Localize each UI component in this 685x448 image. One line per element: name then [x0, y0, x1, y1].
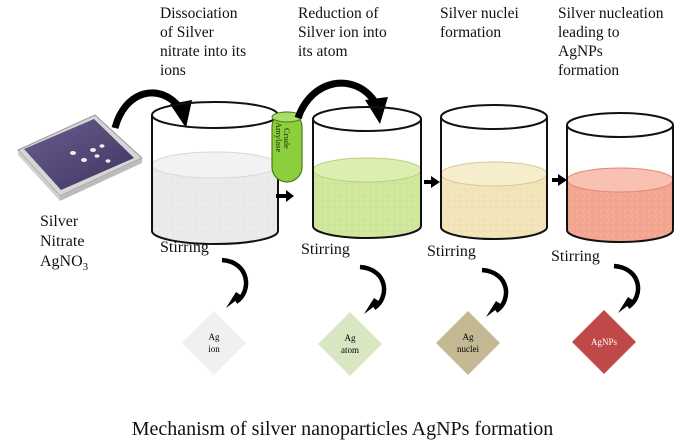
source-label: Silver Nitrate AgNO3 [40, 212, 88, 277]
source-line-2: Nitrate [40, 233, 85, 250]
product-4-line-1: AgNPs [591, 337, 618, 347]
product-diamond-3: Ag nuclei [436, 311, 500, 375]
curved-arrow-1 [111, 89, 183, 130]
hook-arrow-2-head [364, 298, 380, 314]
formula-subscript: 3 [82, 261, 89, 274]
step-1-title: Dissociation of Silver nitrate into its … [160, 5, 247, 79]
product-1-line-1: Ag [209, 332, 220, 342]
arrow-head-2 [365, 97, 388, 124]
small-arrow-2-head [431, 176, 440, 188]
step-3-title: Silver nuclei formation [440, 5, 519, 41]
crystal-2 [81, 158, 87, 162]
curved-arrow-2 [294, 79, 378, 120]
step-4-title: Silver nucleation leading to AgNPs forma… [558, 5, 664, 79]
product-3-line-1: Ag [463, 332, 474, 342]
crystal-1 [70, 151, 76, 155]
crystal-5 [99, 144, 105, 148]
hook-arrow-1-head [226, 292, 242, 308]
product-diamond-2: Ag atom [318, 312, 382, 376]
liquid-surface-2 [312, 157, 422, 183]
liquid-surface-1 [151, 151, 279, 179]
arrow-head-1 [170, 100, 192, 128]
source-formula: AgNO3 [40, 252, 88, 277]
product-2-line-2: atom [341, 345, 359, 355]
product-1-line-2: ion [208, 344, 220, 354]
crystal-6 [105, 159, 111, 163]
crystal-3 [90, 148, 96, 152]
beaker-1 [151, 101, 279, 245]
hook-arrow-4-head [618, 297, 634, 313]
petri-dish [17, 114, 143, 201]
small-arrow-3-head [558, 174, 567, 186]
liquid-surface-3 [440, 161, 548, 187]
crystal-4 [94, 154, 100, 158]
formula-main: AgNO [40, 253, 83, 270]
hook-arrow-4 [613, 263, 641, 309]
liquid-surface-4 [566, 167, 674, 193]
hook-arrow-2 [359, 264, 387, 310]
hook-arrow-3-head [486, 301, 502, 317]
product-3-line-2: nuclei [457, 344, 479, 354]
diagram-caption: Mechanism of silver nanoparticles AgNPs … [131, 418, 554, 440]
tube-label-1: Crude [282, 128, 292, 149]
tube-label-2: Amylase [274, 122, 284, 152]
product-diamond-1: Ag ion [182, 311, 246, 375]
stirring-label-2: Stirring [301, 241, 350, 258]
source-line-1: Silver [40, 213, 79, 230]
beaker-2 [312, 106, 422, 239]
beaker-3 [440, 104, 548, 240]
hook-arrow-1 [221, 257, 249, 304]
hook-arrow-3 [481, 267, 509, 313]
product-2-line-1: Ag [345, 333, 356, 343]
small-arrow-1-head [286, 190, 294, 202]
product-diamond-4: AgNPs [572, 310, 636, 374]
crude-amylase-tube: Crude Amylase [271, 111, 303, 183]
stirring-label-3: Stirring [427, 243, 476, 260]
step-2-title: Reduction of Silver ion into its atom [298, 5, 387, 60]
beaker-4 [566, 112, 674, 243]
stirring-label-4: Stirring [551, 248, 600, 265]
